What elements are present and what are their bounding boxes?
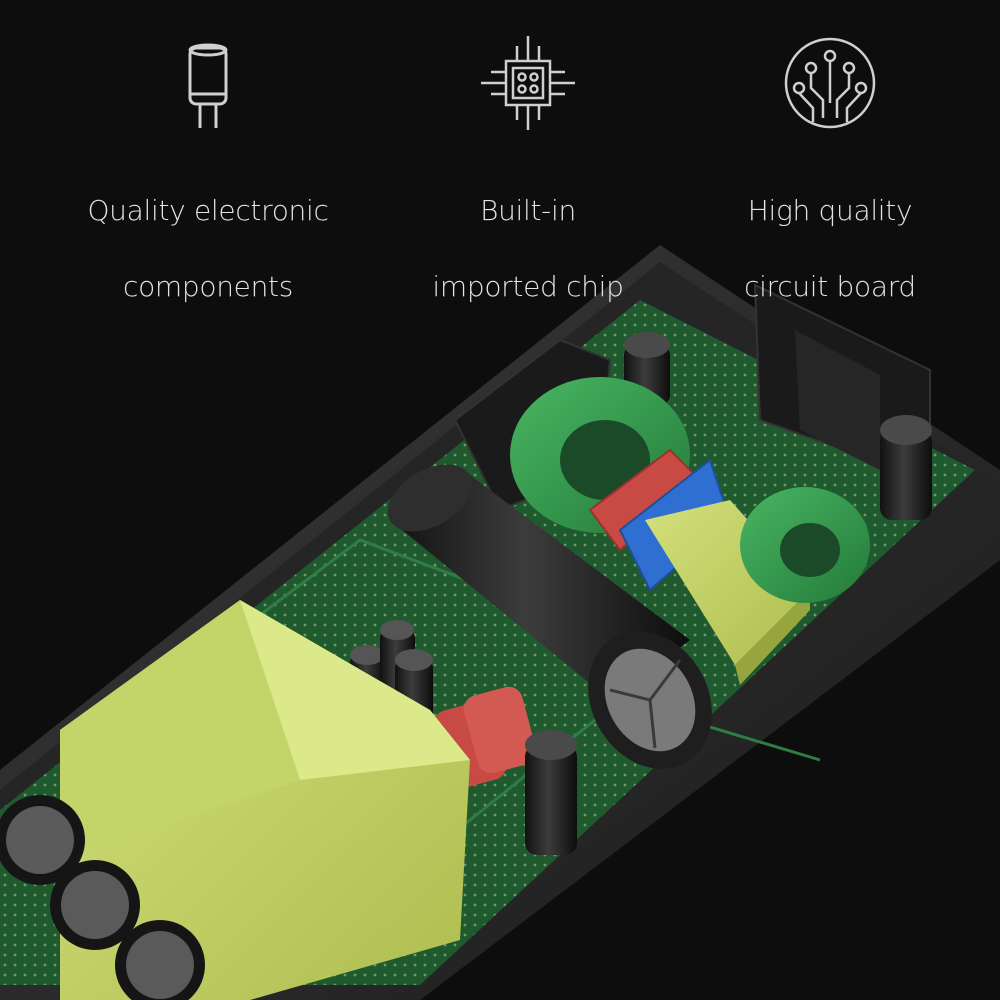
feature-label-line2: components [123,270,293,303]
small-capacitor [880,415,932,520]
main-transformer [60,600,470,1000]
feature-quality-components: Quality electronic components [58,28,358,344]
chip-icon [481,36,575,130]
circuit-board-icon [784,37,876,129]
feature-imported-chip: Built-in imported chip [378,28,678,344]
electrolytic-capacitor-large [387,464,712,769]
capacitor-icon [188,43,228,128]
small-capacitor [525,730,577,855]
toroid-coil-small [740,487,870,603]
capacitor-row [0,795,205,1000]
feature-label-line1: High quality [747,194,913,227]
feature-label-line2: circuit board [744,270,916,303]
yellow-transformer-small [645,500,810,685]
feature-label-line2: imported chip [432,270,624,303]
feature-circuit-board: High quality circuit board [680,28,980,344]
feature-label-line1: Quality electronic [87,194,329,227]
feature-label-line1: Built-in [480,194,576,227]
